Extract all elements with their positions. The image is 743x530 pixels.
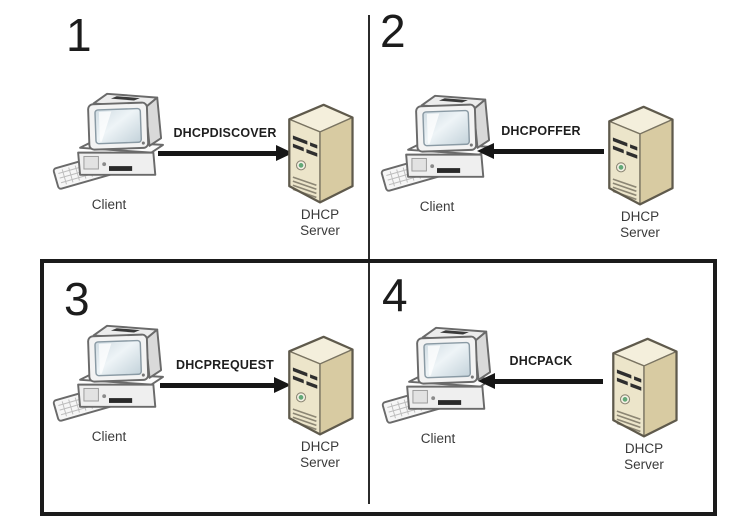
client-node: Client <box>50 88 168 213</box>
arrow-left-icon <box>478 373 603 389</box>
message-label: DHCPREQUEST <box>175 358 275 372</box>
message-label: DHCPOFFER <box>501 124 581 138</box>
server-tower-icon <box>606 328 682 440</box>
server-label: DHCP Server <box>281 439 359 470</box>
server-node: DHCP Server <box>601 96 679 240</box>
client-node: Client <box>379 322 497 447</box>
server-label: DHCP Server <box>601 209 679 240</box>
panel-step-3: 3 Client DHCPREQUEST DHCP Server <box>0 262 370 514</box>
server-tower-icon <box>602 96 678 208</box>
message-flow: DHCPOFFER <box>477 124 604 159</box>
arrow-right-icon <box>158 145 293 161</box>
arrow-left-icon <box>477 143 604 159</box>
step-number: 3 <box>64 273 90 325</box>
client-label: Client <box>91 197 127 212</box>
step-number: 4 <box>382 269 408 321</box>
arrow-shaft <box>492 379 603 384</box>
arrow-shaft <box>160 383 277 388</box>
message-flow: DHCPACK <box>478 354 603 389</box>
message-label: DHCPDISCOVER <box>173 126 277 140</box>
server-label: DHCP Server <box>605 441 683 472</box>
server-label-line2: Server <box>300 222 340 238</box>
server-tower-icon <box>282 94 358 206</box>
arrow-shaft <box>491 149 604 154</box>
server-node: DHCP Server <box>605 328 683 472</box>
server-node: DHCP Server <box>281 326 359 470</box>
server-label-line2: Server <box>300 454 340 470</box>
client-label: Client <box>420 431 456 446</box>
panel-step-4: 4 Client DHCPACK DHCP Server <box>370 262 743 514</box>
server-tower-icon <box>282 326 358 438</box>
desktop-computer-icon <box>51 88 167 196</box>
server-label-line2: Server <box>624 456 664 472</box>
server-label-line1: DHCP <box>300 439 340 454</box>
arrow-shaft <box>158 151 279 156</box>
client-label: Client <box>91 429 127 444</box>
panel-step-1: 1 Client DHCPDISCOVER DHCP Server <box>0 0 370 262</box>
arrow-head <box>274 377 291 393</box>
arrow-head <box>477 143 494 159</box>
message-flow: DHCPDISCOVER <box>158 126 293 161</box>
steps-3-4-highlight-border <box>40 259 717 516</box>
panel-step-2: 2 Client DHCPOFFER DHCP Server <box>370 0 743 262</box>
server-label-line1: DHCP <box>620 209 660 224</box>
server-label-line1: DHCP <box>624 441 664 456</box>
server-node: DHCP Server <box>281 94 359 238</box>
client-node: Client <box>50 320 168 445</box>
server-label-line1: DHCP <box>300 207 340 222</box>
client-node: Client <box>378 90 496 215</box>
arrow-right-icon <box>160 377 291 393</box>
message-flow: DHCPREQUEST <box>160 358 291 393</box>
server-label: DHCP Server <box>281 207 359 238</box>
client-label: Client <box>419 199 455 214</box>
server-label-line2: Server <box>620 224 660 240</box>
step-number: 2 <box>380 5 406 57</box>
desktop-computer-icon <box>51 320 167 428</box>
message-label: DHCPACK <box>509 354 573 368</box>
arrow-head <box>478 373 495 389</box>
step-number: 1 <box>66 9 92 61</box>
